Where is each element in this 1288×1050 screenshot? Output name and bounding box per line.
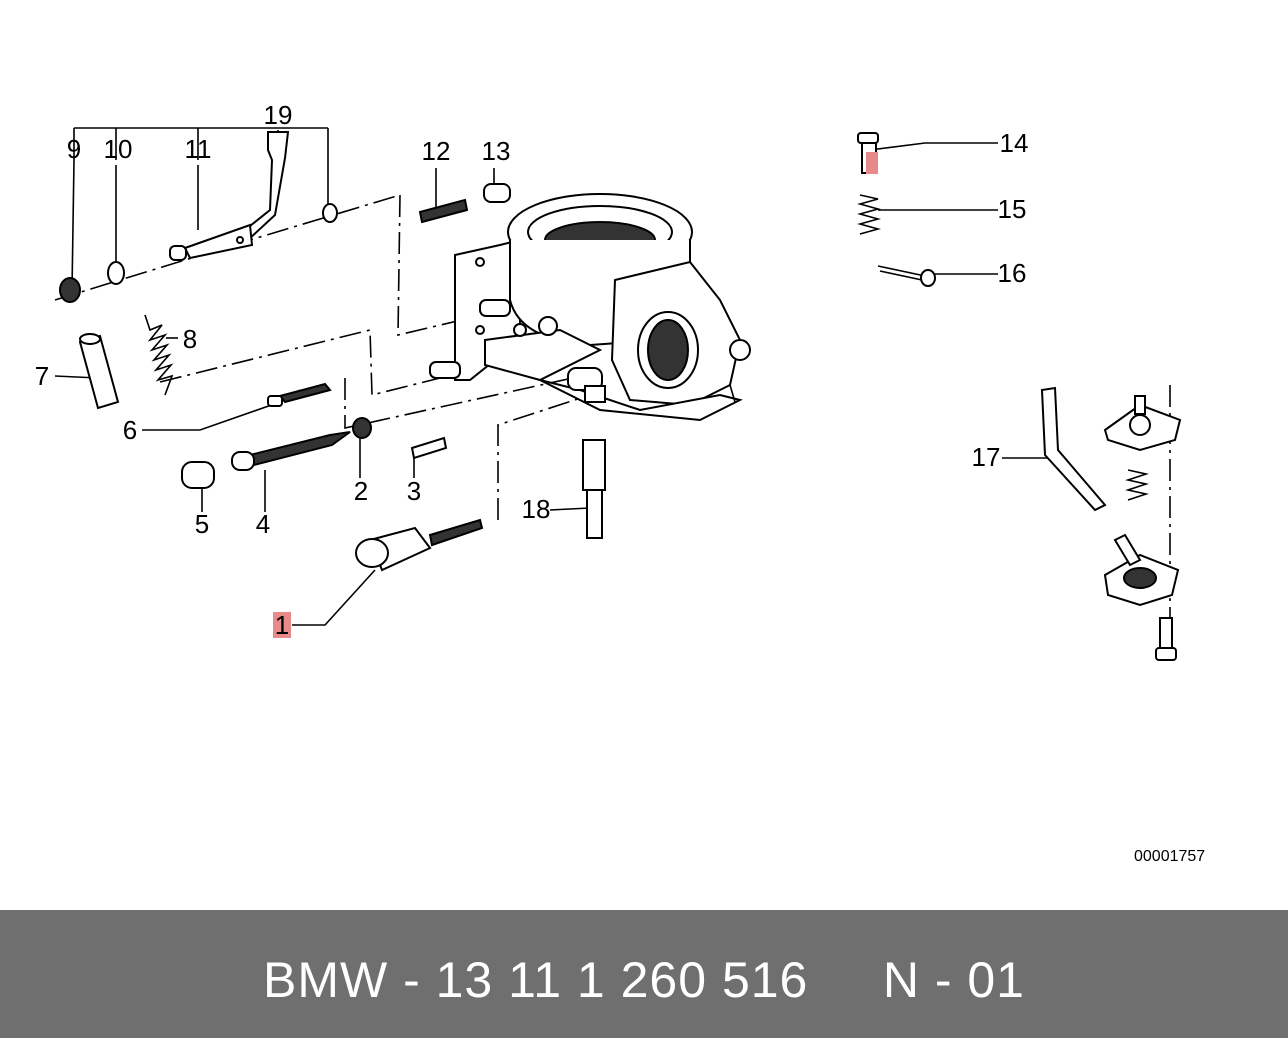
part-2-nut xyxy=(352,417,372,439)
part-6-screw xyxy=(267,382,332,407)
part-19-throttle-lever xyxy=(169,131,290,261)
callout-15: 15 xyxy=(998,194,1027,224)
callout-16: 16 xyxy=(998,258,1027,288)
part-13-bushing xyxy=(483,183,511,203)
part-17-lever xyxy=(1040,386,1107,512)
part-17-assembly xyxy=(1103,395,1182,661)
part-4-idle-screw xyxy=(231,431,351,471)
callout-1-highlight xyxy=(273,612,291,638)
part-5-sleeve xyxy=(181,461,215,489)
callout-18: 18 xyxy=(522,494,551,524)
part-14-pin xyxy=(857,132,879,174)
callout-13: 13 xyxy=(482,136,511,166)
callout-17: 17 xyxy=(972,442,1001,472)
carburettor-body xyxy=(429,193,751,422)
callout-8: 8 xyxy=(183,324,197,354)
callout-labels: 1 2 3 4 5 6 7 8 9 10 11 12 13 14 15 16 1… xyxy=(35,100,1029,640)
callout-2: 2 xyxy=(354,476,368,506)
callout-7: 7 xyxy=(35,361,49,391)
parts-diagram: 1 2 3 4 5 6 7 8 9 10 11 12 13 14 15 16 1… xyxy=(35,100,1182,661)
part-1-valve xyxy=(355,518,484,572)
part-washer-19 xyxy=(322,203,338,223)
part-10-washer xyxy=(107,261,125,285)
callout-14: 14 xyxy=(1000,128,1029,158)
diagram-reference-code: 00001757 xyxy=(1134,848,1206,865)
callout-3: 3 xyxy=(407,476,421,506)
callout-5: 5 xyxy=(195,509,209,539)
callout-11: 11 xyxy=(185,134,212,164)
part-12-stud xyxy=(418,198,469,224)
callout-4: 4 xyxy=(256,509,270,539)
callout-1: 1 xyxy=(275,610,289,640)
footer-bar: BMW - 13 11 1 260 516 N - 01 xyxy=(0,910,1288,1038)
part-3-pin xyxy=(410,436,448,460)
part-7-sleeve xyxy=(78,333,120,410)
part-18-tube xyxy=(582,439,606,539)
callout-9: 9 xyxy=(67,134,81,164)
callout-12: 12 xyxy=(422,136,451,166)
part-15-spring xyxy=(857,194,881,235)
part-16-cotter-pin xyxy=(877,265,936,287)
part-number-caption: BMW - 13 11 1 260 516 N - 01 xyxy=(263,952,1025,1008)
callout-6: 6 xyxy=(123,415,137,445)
part-8-tension-spring xyxy=(144,314,174,396)
part-9-nut xyxy=(59,277,81,303)
callout-19: 19 xyxy=(264,100,293,130)
callout-10: 10 xyxy=(104,134,133,164)
